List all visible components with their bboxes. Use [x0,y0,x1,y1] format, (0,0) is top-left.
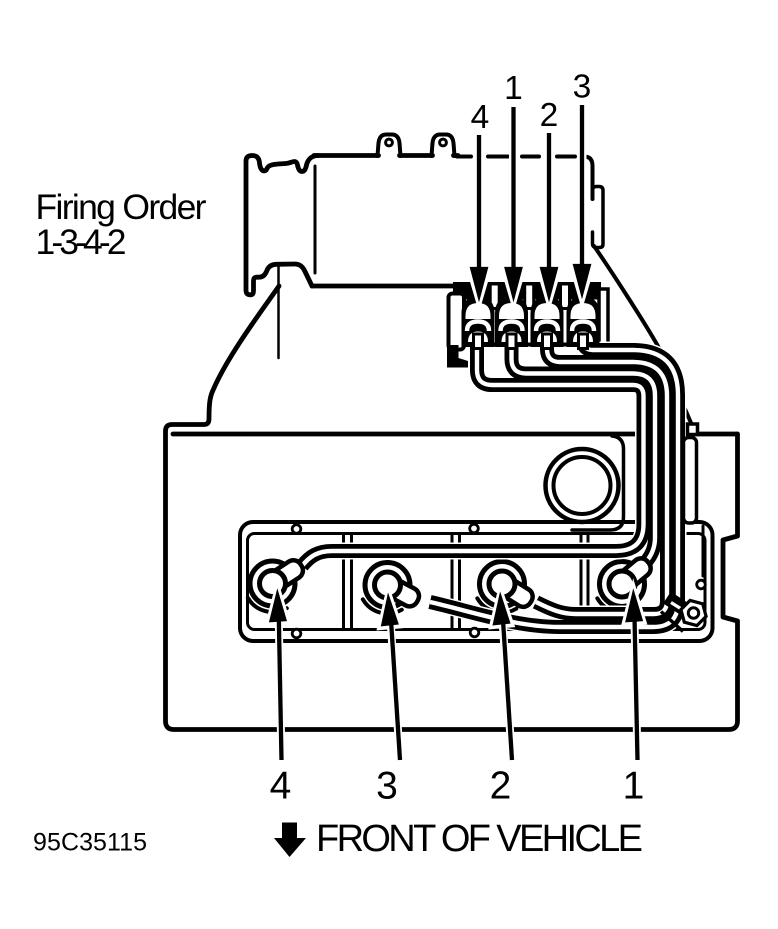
svg-text:4: 4 [471,99,490,136]
svg-text:3: 3 [573,69,592,106]
svg-text:95C35115: 95C35115 [33,829,147,857]
svg-text:2: 2 [490,765,512,808]
svg-text:Firing Order: Firing Order [36,187,207,227]
svg-text:3: 3 [376,765,398,808]
svg-text:FRONT OF VEHICLE: FRONT OF VEHICLE [316,818,643,860]
svg-text:1-3-4-2: 1-3-4-2 [36,222,127,262]
svg-text:2: 2 [540,97,559,134]
svg-text:1: 1 [504,70,523,107]
svg-text:1: 1 [623,765,645,808]
svg-text:4: 4 [270,765,292,808]
